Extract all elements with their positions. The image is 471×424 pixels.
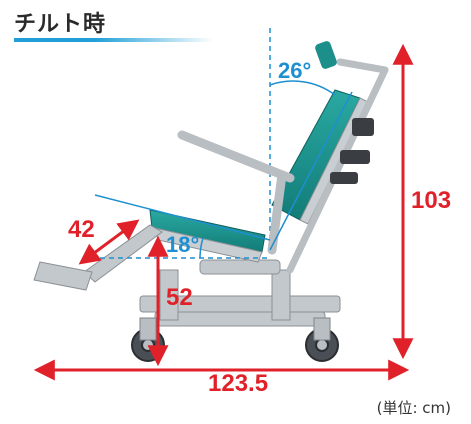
base-frame (139, 259, 341, 327)
legrest-length-label: 42 (68, 216, 95, 243)
legrest-dimension-line (78, 219, 140, 265)
back-controls (330, 118, 374, 184)
height-dimension-label: 103 (411, 187, 452, 214)
push-handle-grip (315, 41, 337, 69)
unit-note: (単位: cm) (376, 399, 451, 417)
push-handle-frame (286, 58, 389, 274)
legrest (33, 224, 163, 291)
seat-angle-arc (199, 237, 204, 259)
caster-wheels (131, 328, 339, 362)
seat (149, 209, 266, 263)
seat-height-label: 52 (166, 284, 193, 311)
backrest-angle-arc (269, 80, 336, 96)
page-title: チルト時 (14, 12, 107, 37)
length-dimension-label: 123.5 (208, 370, 269, 397)
seat-tilt-line (94, 194, 271, 241)
seat-angle-label: 18° (166, 232, 200, 257)
title-underline (14, 38, 214, 42)
backrest-angle-label: 26° (278, 58, 312, 83)
backrest-angle-line (269, 91, 353, 251)
armrest (177, 130, 295, 255)
